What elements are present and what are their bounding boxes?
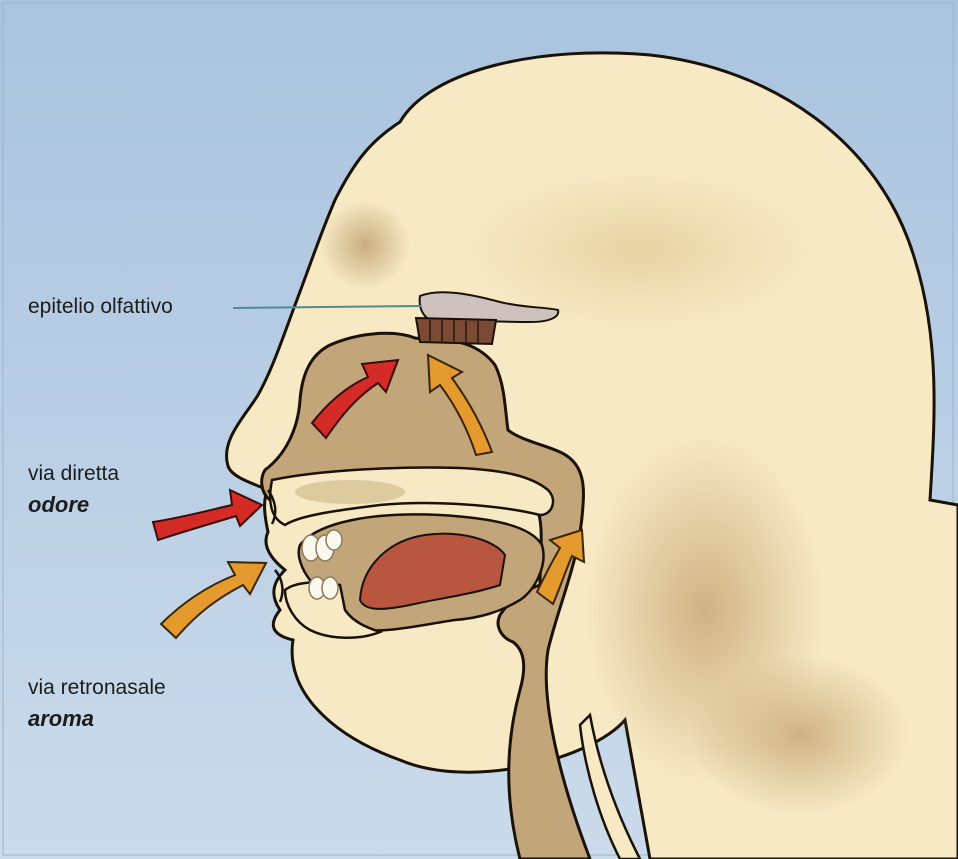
palate-shading: [295, 480, 405, 504]
retronasal-route-term: aroma: [28, 708, 94, 730]
lower-teeth: [309, 577, 338, 599]
retronasal-route-label: via retronasale: [28, 677, 166, 698]
neck-shading-lower: [690, 655, 910, 815]
brow-shading: [320, 200, 410, 290]
direct-route-label: via diretta: [28, 463, 119, 484]
olfactory-epithelium-label: epitelio olfattivo: [28, 296, 173, 317]
direct-route-term: odore: [28, 494, 89, 516]
